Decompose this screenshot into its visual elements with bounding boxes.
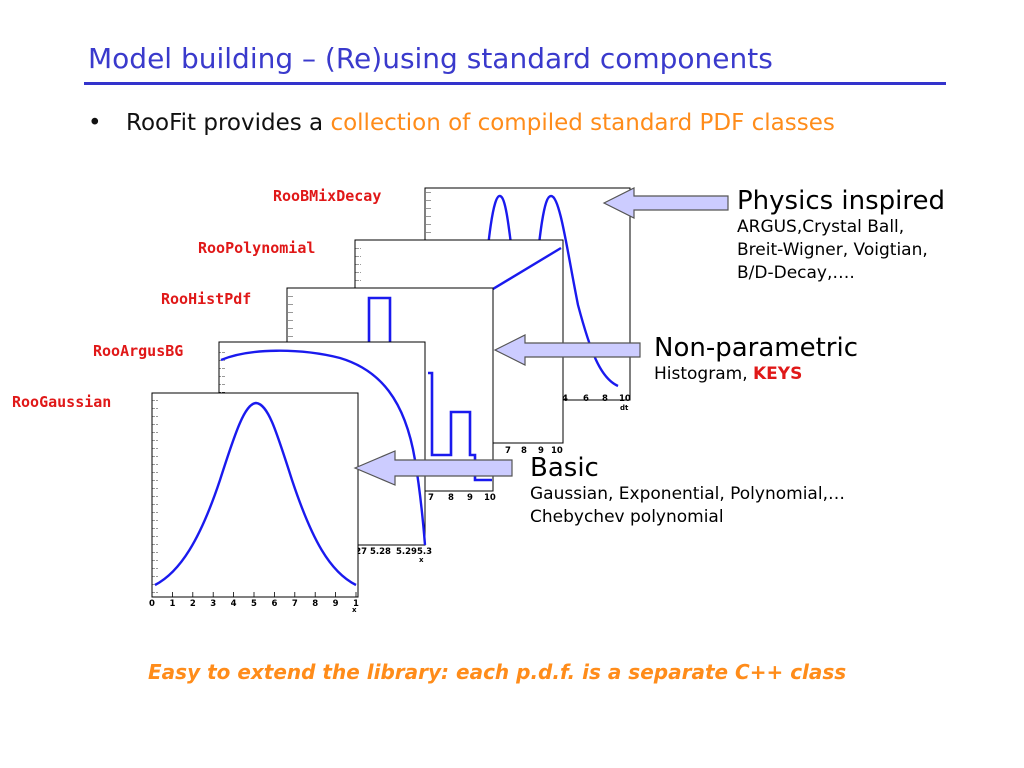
argus-axis-var: x xyxy=(419,556,424,564)
gauss-tick-label: 3 xyxy=(210,599,216,609)
nonparam-keys: KEYS xyxy=(753,364,803,384)
gauss-tick-label: 1 xyxy=(353,599,359,609)
bullet-highlight: collection of compiled standard PDF clas… xyxy=(330,110,835,136)
label-roogaussian: RooGaussian xyxy=(12,393,112,411)
argus-tick-0: .27 xyxy=(352,547,367,557)
nonparam-desc: Histogram, KEYS xyxy=(654,363,858,386)
title-underline xyxy=(84,82,946,85)
hist-tick-2: 9 xyxy=(467,493,473,503)
gauss-tick-label: 5 xyxy=(251,599,257,609)
argus-tick-1: 5.28 xyxy=(370,547,391,557)
physics-title: Physics inspired xyxy=(737,186,946,216)
category-basic: Basic Gaussian, Exponential, Polynomial,… xyxy=(530,453,845,529)
gaussian-x-axis: 0 1 2 3 4 5 6 7 8 9 1 xyxy=(149,592,359,609)
physics-desc-line3: B/D-Decay,…. xyxy=(737,263,855,283)
bullet-marker: • xyxy=(88,110,102,136)
arrow-physics xyxy=(602,187,729,219)
gauss-tick-label: 4 xyxy=(231,599,237,609)
gauss-tick-label: 1 xyxy=(169,599,175,609)
basic-desc-line1: Gaussian, Exponential, Polynomial,… xyxy=(530,484,845,504)
basic-desc-line2: Chebychev polynomial xyxy=(530,507,724,527)
nonparam-desc-prefix: Histogram, xyxy=(654,364,753,384)
histpdf-bin-high xyxy=(367,296,392,345)
gauss-tick-label: 2 xyxy=(190,599,196,609)
category-non-parametric: Non-parametric Histogram, KEYS xyxy=(654,333,858,386)
gauss-tick-label: 6 xyxy=(271,599,277,609)
poly-tick-1: 8 xyxy=(521,446,527,456)
bmix-tick-0: 4 xyxy=(562,394,568,404)
label-roobmixdecay: RooBMixDecay xyxy=(273,187,382,205)
poly-tick-2: 9 xyxy=(538,446,544,456)
gauss-tick-label: 8 xyxy=(312,599,318,609)
gauss-tick-label: 7 xyxy=(292,599,298,609)
basic-title: Basic xyxy=(530,453,599,483)
bmix-tick-3: 10 xyxy=(619,394,631,404)
panel-roogaussian: 0 1 2 3 4 5 6 7 8 9 1 x xyxy=(149,392,359,614)
gaussian-curve xyxy=(154,401,357,587)
arrow-basic xyxy=(353,450,513,486)
label-roopolynomial: RooPolynomial xyxy=(198,239,316,257)
bmix-tick-1: 6 xyxy=(583,394,589,404)
nonparam-title: Non-parametric xyxy=(654,333,859,363)
label-roohistpdf: RooHistPdf xyxy=(161,290,252,308)
argus-tick-3: 5.3 xyxy=(417,547,432,557)
arrow-nonparametric xyxy=(493,334,641,366)
label-rooargusbg: RooArgusBG xyxy=(93,342,184,360)
physics-desc-line2: Breit-Wigner, Voigtian, xyxy=(737,240,928,260)
hist-tick-0: 7 xyxy=(428,493,434,503)
gauss-tick-label: 9 xyxy=(333,599,339,609)
argus-curve xyxy=(220,349,427,546)
physics-desc-line1: ARGUS,Crystal Ball, xyxy=(737,217,905,237)
category-physics-inspired: Physics inspired ARGUS,Crystal Ball, Bre… xyxy=(737,186,945,285)
bullet-item: • RooFit provides a collection of compile… xyxy=(88,110,835,136)
hist-tick-1: 8 xyxy=(448,493,454,503)
slide-title: Model building – (Re)using standard comp… xyxy=(88,42,773,75)
poly-tick-0: 7 xyxy=(505,446,511,456)
hist-tick-3: 10 xyxy=(484,493,496,503)
gauss-tick-label: 0 xyxy=(149,599,155,609)
argus-tick-2: 5.29 xyxy=(396,547,417,557)
bmix-axis-var: dt xyxy=(620,404,629,412)
bullet-text: RooFit provides a xyxy=(126,110,331,136)
poly-tick-3: 10 xyxy=(551,446,563,456)
bmix-tick-2: 8 xyxy=(602,394,608,404)
gauss-axis-var: x xyxy=(352,606,357,614)
footer-note: Easy to extend the library: each p.d.f. … xyxy=(148,660,847,684)
